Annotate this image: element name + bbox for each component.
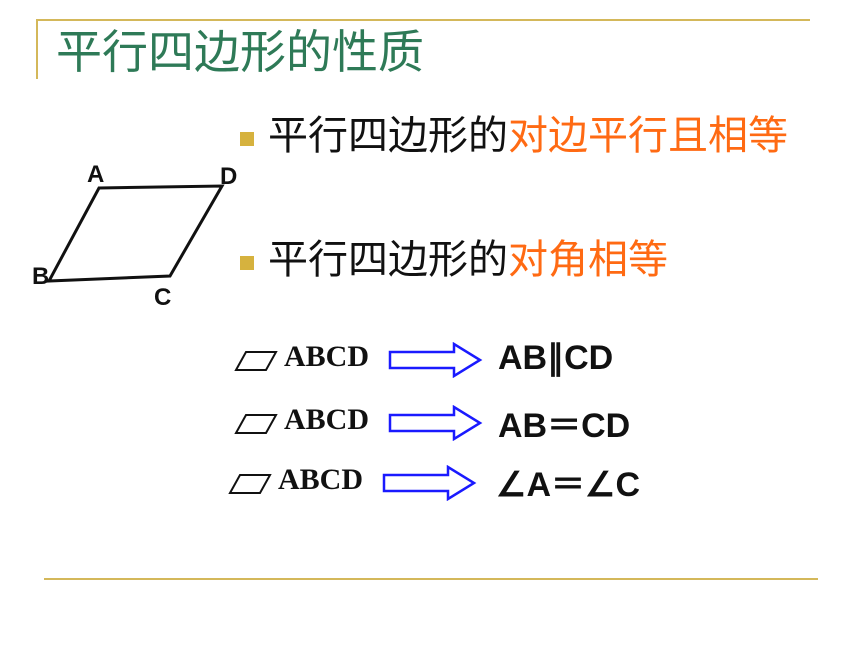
- bullet-text-highlight: 对边平行且相等: [508, 113, 788, 159]
- bullet-text-highlight: 对角相等: [508, 237, 668, 283]
- implication-row: ABCD AB∥CD: [232, 336, 672, 384]
- parallelogram-figure: A D B C: [32, 161, 237, 311]
- title-top-rule: [36, 19, 810, 21]
- result-text: AB＝CD: [498, 407, 631, 445]
- slide-title: 平行四边形的性质: [56, 25, 424, 79]
- parallelogram-symbol-icon: [234, 351, 278, 371]
- footer-rule: [44, 578, 818, 580]
- double-arrow-icon: [388, 405, 483, 441]
- premise-text: ABCD: [284, 403, 370, 436]
- vertex-label-c: C: [154, 284, 171, 311]
- result-text: ∠A＝∠C: [496, 466, 641, 504]
- bullet-text-prefix: 平行四边形的: [268, 113, 508, 159]
- premise-text: ABCD: [284, 340, 370, 373]
- double-arrow-icon: [388, 342, 483, 378]
- parallelogram-symbol-icon: [228, 474, 272, 494]
- premise-text: ABCD: [278, 463, 364, 496]
- double-arrow-icon: [382, 465, 477, 501]
- result-text: AB∥CD: [498, 339, 614, 377]
- bullet-square-icon: [240, 132, 254, 146]
- bullet-text-prefix: 平行四边形的: [268, 237, 508, 283]
- bullet-opposite-sides: 平行四边形的对边平行且相等: [240, 112, 788, 160]
- vertex-label-d: D: [220, 163, 237, 190]
- implication-row: ABCD ∠A＝∠C: [226, 459, 672, 507]
- vertex-label-a: A: [87, 161, 104, 188]
- parallelogram-outline: [46, 184, 225, 283]
- bullet-square-icon: [240, 256, 254, 270]
- vertex-label-b: B: [32, 263, 49, 290]
- bullet-opposite-angles: 平行四边形的对角相等: [240, 236, 668, 284]
- implication-row: ABCD AB＝CD: [232, 399, 672, 447]
- parallelogram-symbol-icon: [234, 414, 278, 434]
- title-side-rule: [36, 19, 38, 79]
